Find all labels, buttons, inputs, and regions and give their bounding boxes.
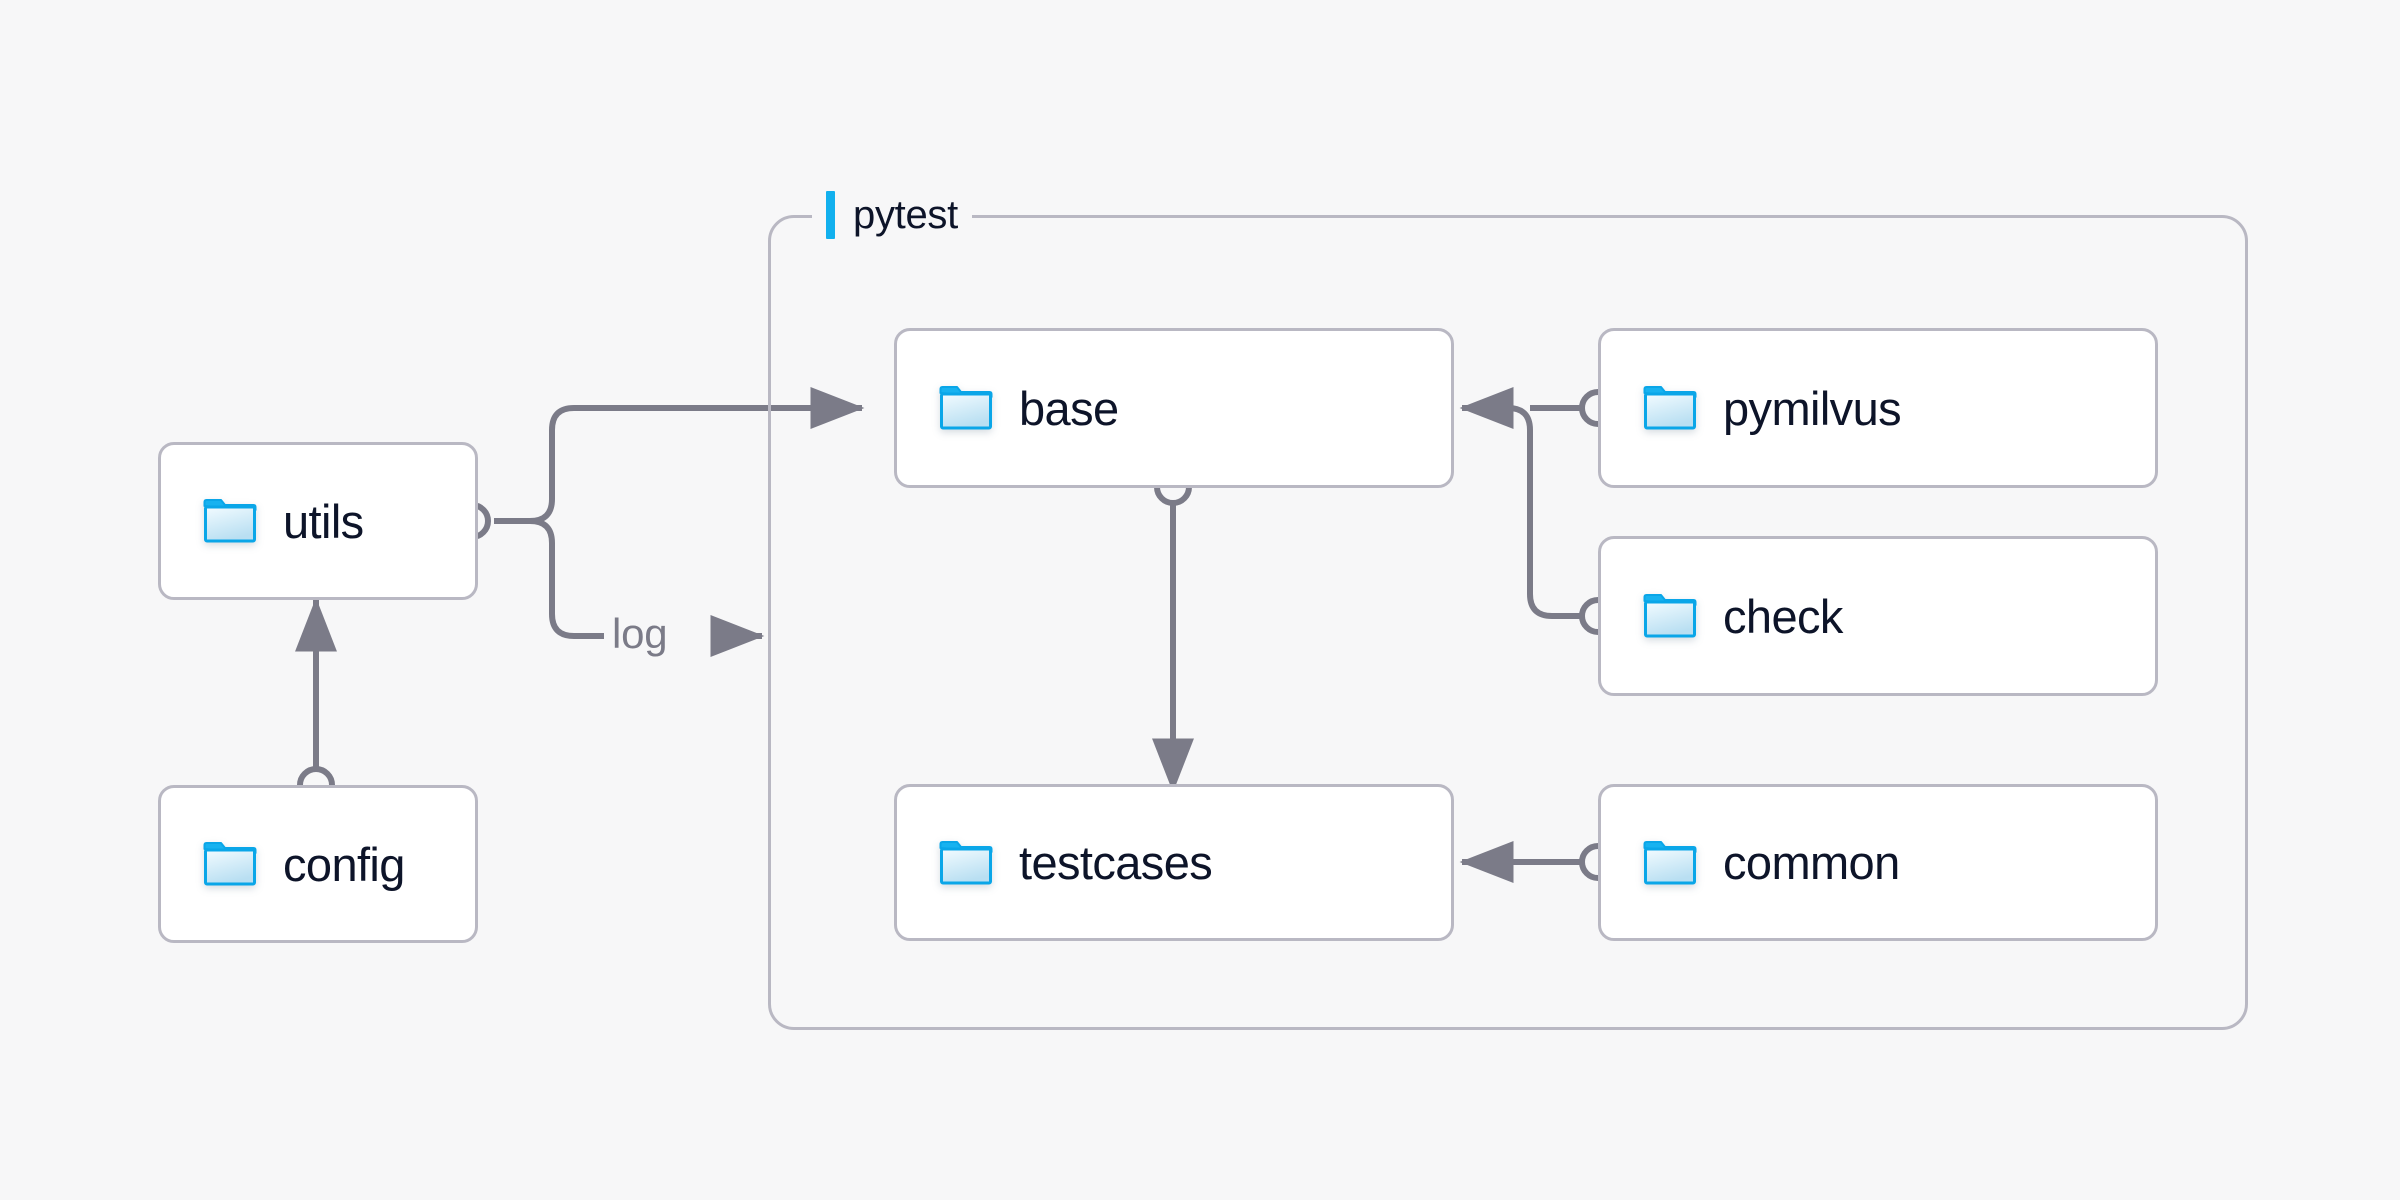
node-check-label: check — [1723, 589, 1843, 643]
folder-icon — [939, 840, 993, 886]
node-common[interactable]: common — [1598, 784, 2158, 941]
edge-utils-to-log — [529, 518, 604, 639]
node-base-label: base — [1019, 381, 1119, 435]
edge-label-log: log — [612, 610, 668, 657]
folder-icon — [203, 841, 257, 887]
node-config-label: config — [283, 837, 405, 891]
group-pytest-label: pytest — [853, 192, 958, 237]
node-check[interactable]: check — [1598, 536, 2158, 696]
node-testcases[interactable]: testcases — [894, 784, 1454, 941]
folder-icon — [203, 498, 257, 544]
group-accent-bar — [826, 191, 835, 239]
node-base[interactable]: base — [894, 328, 1454, 488]
node-config[interactable]: config — [158, 785, 478, 943]
folder-icon — [1643, 385, 1697, 431]
group-pytest-header: pytest — [812, 187, 972, 243]
group-pytest[interactable] — [768, 215, 2248, 1030]
node-pymilvus-label: pymilvus — [1723, 381, 1902, 435]
node-testcases-label: testcases — [1019, 836, 1213, 889]
folder-icon — [1643, 593, 1697, 639]
node-common-label: common — [1723, 836, 1900, 889]
node-utils[interactable]: utils — [158, 442, 478, 600]
node-utils-label: utils — [283, 494, 364, 548]
node-pymilvus[interactable]: pymilvus — [1598, 328, 2158, 488]
folder-icon — [939, 385, 993, 431]
folder-icon — [1643, 840, 1697, 886]
